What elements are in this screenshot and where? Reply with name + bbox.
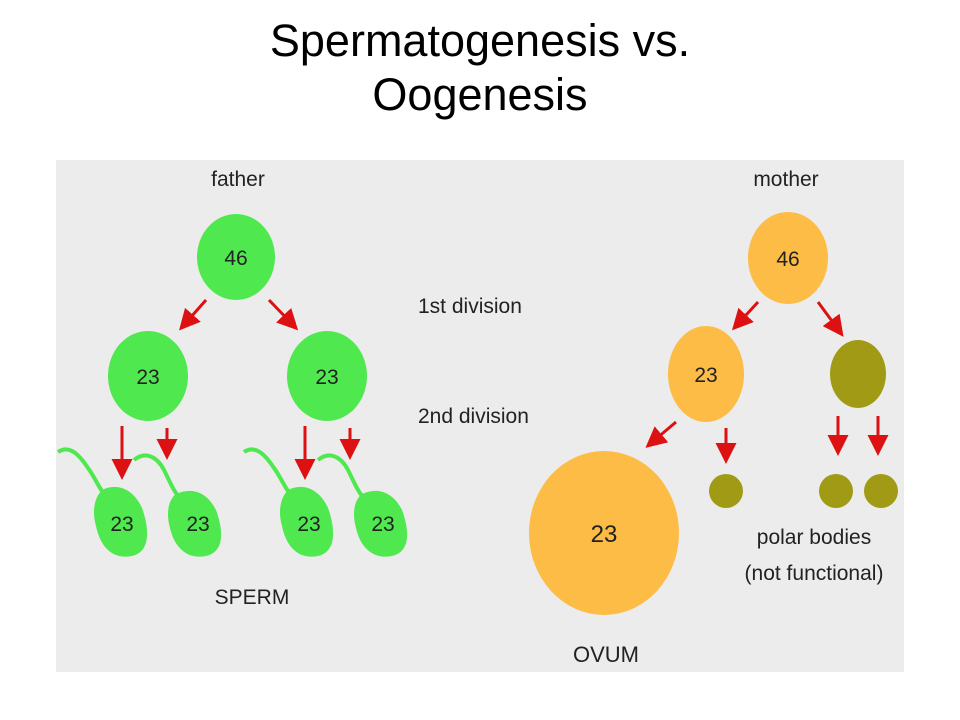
polar-bodies-label-line-2: (not functional) [745, 562, 884, 585]
sperm-cell-2-count: 23 [186, 513, 209, 536]
polar-body-1 [709, 474, 743, 508]
title-line-2: Oogenesis [372, 69, 588, 120]
sperm-cell-4-count: 23 [371, 513, 394, 536]
sperm-cell-1-count: 23 [110, 513, 133, 536]
secondary-spermatocyte-left-count: 23 [136, 366, 159, 389]
arrow-oo-div1-right [816, 301, 844, 337]
secondary-spermatocyte-left: 23 [108, 331, 188, 421]
gametogenesis-diagram: father 46 23 23 23 23 [56, 160, 904, 672]
secondary-oocyte-count: 23 [694, 364, 717, 387]
arrow-sperm-div1-right [267, 298, 299, 331]
sperm-cell-2: 23 [132, 453, 222, 557]
spermatogonium-cell: 46 [197, 214, 275, 300]
secondary-oocyte: 23 [668, 326, 744, 422]
sperm-cell-3: 23 [242, 447, 334, 557]
polar-body-2 [819, 474, 853, 508]
polar-body-3 [864, 474, 898, 508]
arrow-sperm-div1-left [179, 299, 208, 331]
secondary-spermatocyte-right: 23 [287, 331, 367, 421]
mother-label: mother [753, 168, 818, 191]
sperm-label: SPERM [215, 586, 290, 609]
first-division-label: 1st division [418, 295, 522, 318]
oogonium-cell: 46 [748, 212, 828, 304]
sperm-cell-1: 23 [56, 447, 148, 557]
sperm-cell-4: 23 [316, 453, 408, 557]
ovum-cell: 23 [529, 451, 679, 615]
slide-title: Spermatogenesis vs. Oogenesis [0, 14, 960, 122]
polar-bodies-label-line-1: polar bodies [757, 526, 871, 549]
second-division-label: 2nd division [418, 405, 529, 428]
ovum-count: 23 [591, 521, 618, 548]
first-polar-body [830, 340, 886, 408]
secondary-spermatocyte-right-count: 23 [315, 366, 338, 389]
sperm-cell-3-count: 23 [297, 513, 320, 536]
arrow-oo-div1-left [731, 300, 760, 331]
spermatogonium-count: 46 [224, 247, 247, 270]
father-label: father [211, 168, 265, 191]
oogonium-count: 46 [776, 248, 799, 271]
title-line-1: Spermatogenesis vs. [269, 15, 691, 66]
diagram-canvas: father 46 23 23 23 23 [56, 168, 898, 667]
ovum-label: OVUM [573, 642, 639, 667]
arrow-oo-div2-ovum [645, 420, 677, 448]
